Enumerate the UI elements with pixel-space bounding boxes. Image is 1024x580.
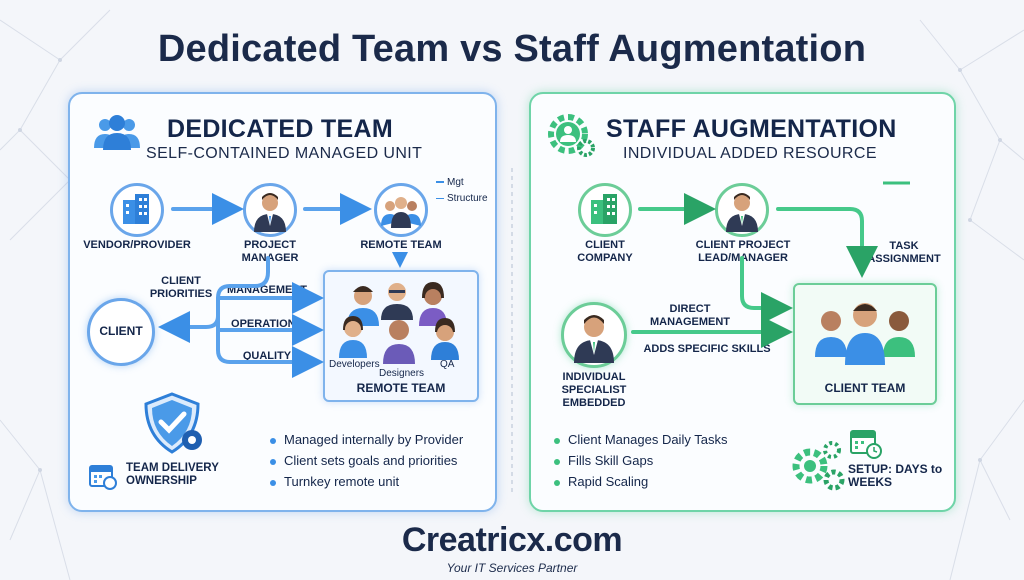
specialist-node: [561, 302, 627, 368]
calendar-clock-icon: [850, 430, 882, 459]
gear-person-icon: [548, 114, 595, 157]
manager-icon: [726, 193, 758, 232]
remote-team-box-label: REMOTE TEAM: [356, 381, 446, 395]
role-qa: QA: [440, 359, 455, 370]
brand-tagline: Your IT Services Partner: [446, 561, 578, 575]
group-icon: [381, 197, 421, 228]
vendor-node: [110, 183, 164, 237]
client-lead-node: [715, 183, 769, 237]
specialist-icon: [574, 315, 614, 363]
client-team-label: CLIENT TEAM: [824, 381, 906, 395]
shield-check-icon: [144, 392, 202, 454]
bullet-item: Managed internally by Provider: [270, 429, 463, 450]
gears-icon: [792, 441, 845, 491]
remote-team-box: Developers Designers QA REMOTE TEAM: [323, 270, 479, 402]
calendar-icon: [89, 465, 117, 490]
bullet-item: Fills Skill Gaps: [554, 450, 727, 471]
manager-icon: [254, 193, 286, 232]
client-node: [87, 298, 155, 366]
legend-structure-swatch: [436, 198, 444, 199]
legend-mgt-label: Mgt: [447, 177, 464, 188]
remote-team-members-icon: [339, 282, 459, 364]
team-icon: [94, 115, 140, 150]
remote-team-top-label: REMOTE TEAM: [360, 239, 442, 251]
adds-skills-label: ADDS SPECIFIC SKILLS: [643, 343, 771, 355]
bullet-item: Client Manages Daily Tasks: [554, 429, 727, 450]
brand-logo: Creatricx.com: [401, 521, 623, 559]
setup-label: SETUP: DAYS to WEEKS: [848, 462, 943, 489]
legend-mgt-swatch: [436, 181, 444, 183]
client-team-box: CLIENT TEAM: [793, 283, 937, 405]
client-team-members-icon: [815, 303, 915, 365]
client-company-node: [578, 183, 632, 237]
operations-label: OPERATIONS: [231, 318, 303, 330]
remote-team-node: [374, 183, 428, 237]
quality-label: QUALITY: [242, 350, 292, 362]
legend-structure-label: Structure: [447, 193, 488, 204]
building-icon: [123, 194, 149, 224]
project-manager-node: [243, 183, 297, 237]
specialist-label: INDIVIDUAL SPECIALIST EMBEDDED: [561, 371, 627, 409]
client-company-label: CLIENT COMPANY: [577, 239, 633, 264]
client-label: CLIENT: [99, 324, 143, 338]
task-assignment-label: TASK ASSIGNMENT: [867, 240, 941, 265]
staff-augmentation-heading: STAFF AUGMENTATION: [606, 115, 897, 143]
vendor-label: VENDOR/PROVIDER: [83, 239, 191, 251]
role-designers: Designers: [379, 368, 425, 379]
bullet-item: Client sets goals and priorities: [270, 450, 463, 471]
dedicated-team-heading: DEDICATED TEAM: [167, 115, 393, 143]
building-icon: [591, 194, 617, 224]
bullet-item: Turnkey remote unit: [270, 471, 463, 492]
augmentation-bullets: Client Manages Daily Tasks Fills Skill G…: [554, 429, 727, 492]
dedicated-team-subheading: SELF-CONTAINED MANAGED UNIT: [146, 145, 423, 162]
dedicated-bullets: Managed internally by Provider Client se…: [270, 429, 463, 492]
staff-augmentation-subheading: INDIVIDUAL ADDED RESOURCE: [623, 145, 877, 162]
role-developers: Developers: [329, 359, 380, 370]
bullet-item: Rapid Scaling: [554, 471, 727, 492]
page-title: Dedicated Team vs Staff Augmentation: [157, 28, 867, 70]
client-priorities-label: CLIENT PRIORITIES: [149, 275, 213, 300]
ownership-label: TEAM DELIVERY OWNERSHIP: [126, 462, 219, 487]
direct-management-label: DIRECT MANAGEMENT: [649, 303, 731, 328]
